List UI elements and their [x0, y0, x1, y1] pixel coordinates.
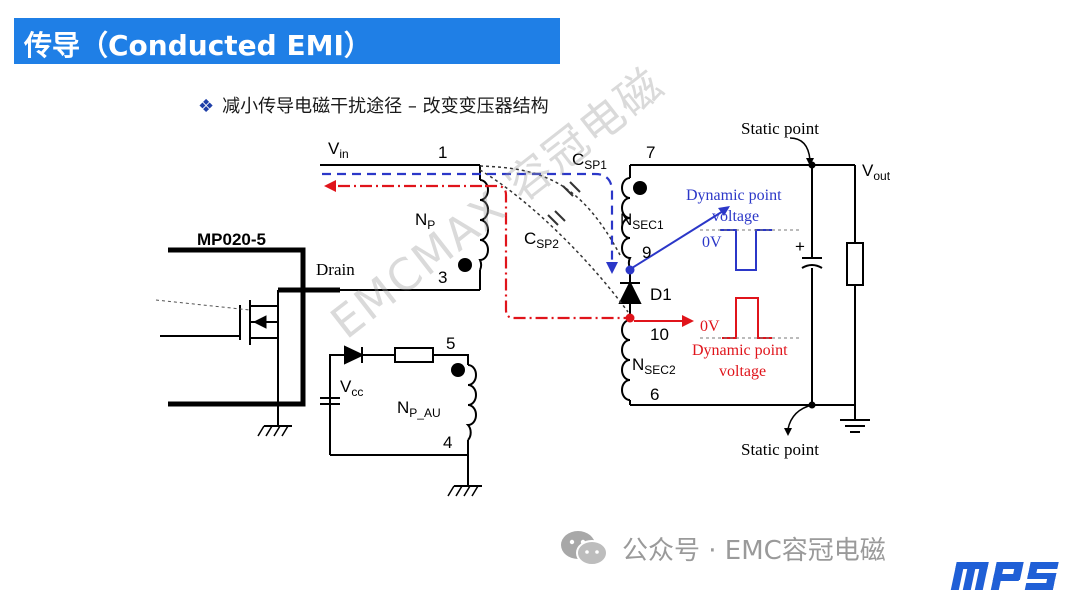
mps-logo: [948, 556, 1066, 605]
red-arrowhead-icon: [324, 180, 336, 192]
d1-label: D1: [650, 285, 672, 304]
mps-logo-mark: [950, 562, 1059, 590]
bullet-text: 减小传导电磁干扰途径 – 改变变压器结构: [222, 96, 549, 117]
plus-label: +: [795, 237, 805, 256]
npau-label: NP_AU: [397, 398, 441, 420]
title-bar: 传导（Conducted EMI）: [14, 18, 560, 64]
primary-dot: [458, 258, 472, 272]
primary-winding: [320, 164, 489, 291]
pin6-label: 6: [650, 385, 659, 404]
dyn-blue-line2: voltage: [712, 208, 759, 225]
sec1-dot: [633, 181, 647, 195]
vout-label: Vout: [862, 161, 891, 183]
pin4-label: 4: [443, 433, 452, 452]
np-label: NP: [415, 210, 435, 232]
pin10-label: 10: [650, 325, 669, 344]
aux-dot: [451, 363, 465, 377]
static-arrowhead-bottom-icon: [784, 428, 792, 436]
mp020-label: MP020-5: [197, 230, 266, 249]
red-path: [338, 184, 628, 320]
static-point-top: Static point: [741, 119, 819, 138]
static-arrow-top-icon: [789, 137, 811, 161]
csp1-label: CSP1: [572, 150, 607, 172]
red-node: [625, 313, 635, 323]
static-arrow-bottom-icon: [787, 404, 813, 430]
dyn-red-line2: voltage: [719, 363, 766, 380]
vin-label: Vin: [328, 139, 349, 161]
dyn-red-line1: Dynamic point: [692, 342, 788, 359]
diamond-bullet-icon: ❖: [198, 96, 215, 117]
static-arrowhead-top-icon: [806, 158, 814, 166]
vcc-label: Vcc: [340, 377, 363, 399]
pin1-label: 1: [438, 143, 447, 162]
drain-label: Drain: [316, 260, 355, 279]
parasitic-caps: [479, 165, 629, 313]
dashed-leader: [155, 299, 251, 311]
zero-v-blue: 0V: [702, 234, 722, 251]
footer: 公众号 · EMC容冠电磁: [556, 528, 886, 568]
wechat-icon: [561, 531, 608, 566]
nsec1-label: NSEC1: [620, 210, 664, 232]
page-title: 传导（Conducted EMI）: [24, 29, 372, 62]
bullet-line: ❖ 减小传导电磁干扰途径 – 改变变压器结构: [198, 92, 549, 118]
blue-waveform: [720, 229, 772, 271]
zero-v-red: 0V: [700, 318, 720, 335]
pin9-label: 9: [642, 243, 651, 262]
red-arrowhead-2-icon: [682, 315, 694, 327]
dyn-blue-line1: Dynamic point: [686, 187, 782, 204]
aux-winding: [320, 345, 482, 497]
secondary-winding: [618, 164, 870, 433]
pin5-label: 5: [446, 334, 455, 353]
blue-arrow-line: [631, 207, 729, 269]
nsec2-label: NSEC2: [632, 355, 676, 377]
blue-path: [322, 172, 614, 265]
csp2-label: CSP2: [524, 229, 559, 251]
red-waveform: [722, 297, 772, 339]
mp020-block: [160, 247, 340, 437]
pin3-label: 3: [438, 268, 447, 287]
blue-arrowhead-icon: [606, 262, 618, 274]
footer-text: 公众号 · EMC容冠电磁: [622, 535, 886, 566]
static-point-bottom: Static point: [741, 440, 819, 459]
blue-arrowhead-2-icon: [718, 206, 730, 216]
pin7-label: 7: [646, 143, 655, 162]
